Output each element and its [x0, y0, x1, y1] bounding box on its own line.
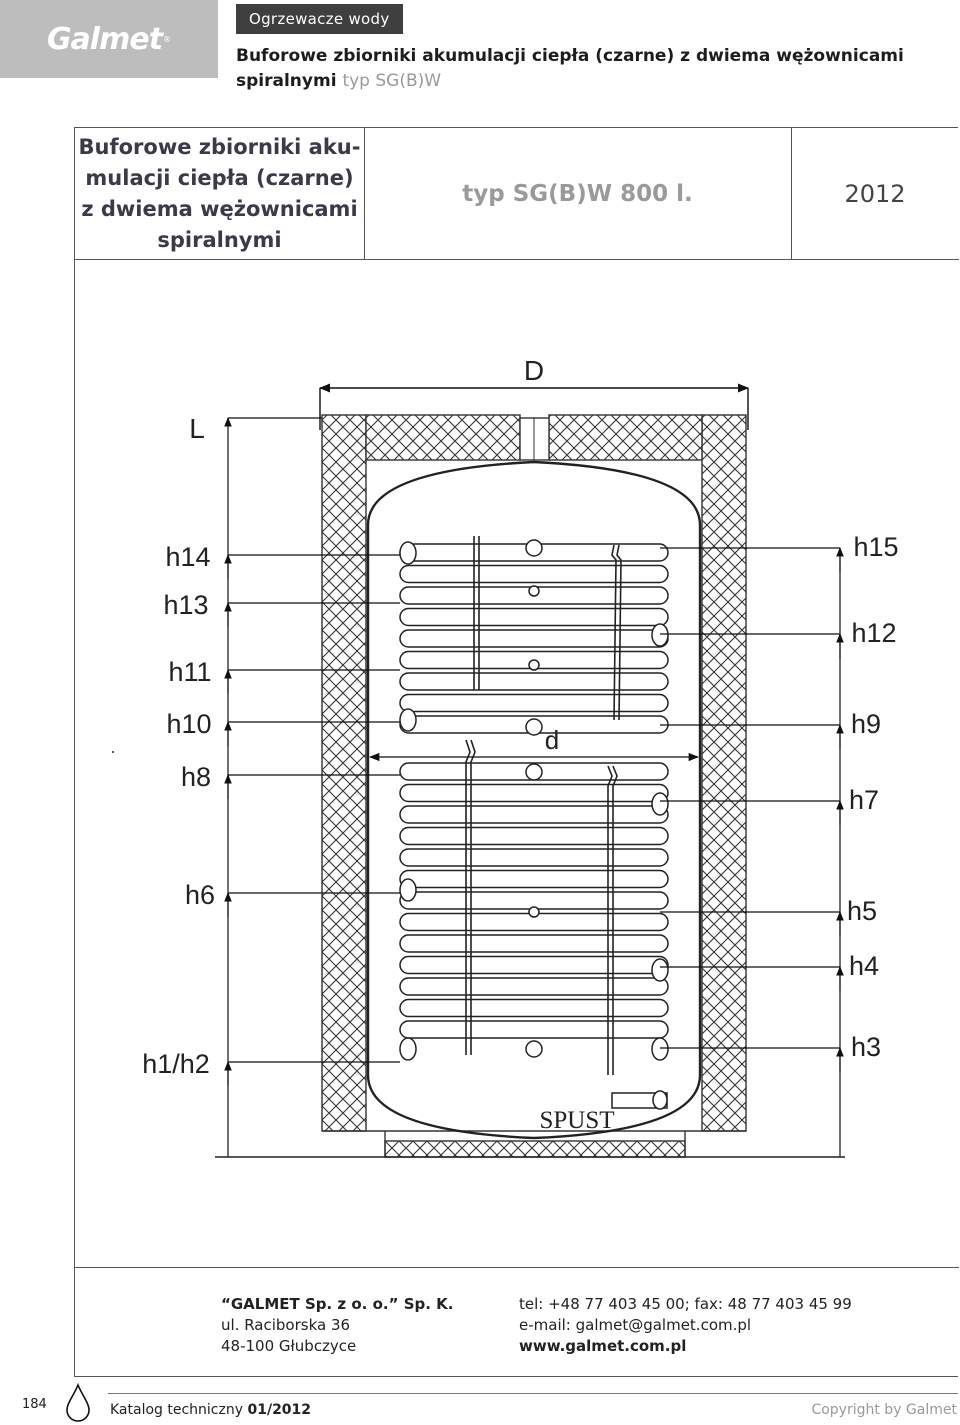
coil-port: [399, 708, 417, 732]
model-cell: typ SG(B)W 800 l.: [364, 128, 792, 259]
footer-divider: [108, 1393, 958, 1394]
copyright-notice: Copyright by Galmet: [811, 1402, 957, 1418]
product-name-line: spiralnymi: [157, 227, 282, 252]
year-cell: 2012: [844, 179, 906, 208]
coil-tube: [399, 977, 669, 996]
coil-port: [651, 958, 669, 982]
left-height-label: h14: [165, 542, 210, 572]
address-block: “GALMET Sp. z o. o.” Sp. K. ul. Racibors…: [221, 1294, 453, 1357]
contact-row: “GALMET Sp. z o. o.” Sp. K. ul. Racibors…: [75, 1267, 959, 1377]
right-height-label: h15: [853, 532, 898, 562]
street-address: ul. Raciborska 36: [221, 1316, 351, 1334]
phone-fax: tel: +48 77 403 45 00; fax: 48 77 403 45…: [519, 1295, 852, 1313]
product-name-line: z dwiema wężownicami: [81, 196, 358, 221]
right-height-label: h12: [851, 618, 896, 648]
coil-tube: [399, 1020, 669, 1039]
coil-tube: [399, 783, 669, 803]
coil-port: [651, 623, 669, 647]
coil-tube: [399, 607, 669, 627]
right-height-label: h3: [851, 1032, 881, 1062]
page-title: Buforowe zbiorniki akumulacji ciepła (cz…: [236, 44, 936, 94]
coil-tube: [399, 564, 669, 584]
coil-tube: [399, 869, 669, 889]
page-number: 184: [22, 1397, 47, 1412]
sensor-port: [528, 906, 540, 918]
coil-tube: [399, 955, 669, 975]
coil-tube: [399, 629, 669, 648]
coil-tube: [399, 805, 669, 824]
dim-d-label: d: [545, 725, 559, 755]
drain-valve: [611, 1090, 668, 1110]
left-height-label: h8: [181, 762, 211, 792]
right-height-label: h5: [847, 896, 877, 926]
sensor-port: [528, 585, 540, 597]
coil-tube: [399, 934, 669, 953]
right-height-label: h9: [851, 709, 881, 739]
tank-vessel: [366, 460, 702, 1140]
left-height-label: h11: [168, 657, 211, 687]
right-height-label: h4: [849, 951, 879, 981]
left-height-label: h10: [166, 709, 211, 739]
product-name-cell: Buforowe zbiorniki aku- mulacji ciepła (…: [75, 128, 365, 259]
contact-block: tel: +48 77 403 45 00; fax: 48 77 403 45…: [519, 1294, 852, 1357]
left-height-label: h6: [185, 880, 215, 910]
sensor-port: [525, 718, 543, 736]
coil-port: [399, 878, 417, 902]
category-tag: Ogrzewacze wody: [236, 4, 403, 34]
dimension-D: [318, 383, 750, 430]
coil-tube: [399, 848, 669, 867]
spec-header-row: Buforowe zbiorniki aku- mulacji ciepła (…: [75, 128, 959, 260]
coil-tube: [399, 826, 669, 846]
sensor-port: [525, 539, 543, 557]
drain-label: SPUST: [539, 1107, 614, 1134]
coil-port: [399, 541, 417, 565]
website-link[interactable]: www.galmet.com.pl: [519, 1337, 687, 1355]
left-height-labels: h14 h13 h11 h10 h8 h6 h1/h2: [142, 542, 215, 1079]
sensor-port: [525, 1040, 543, 1058]
coil-port: [651, 792, 669, 816]
height-leaders: [224, 417, 844, 1157]
dim-D-label: D: [524, 355, 544, 386]
sensor-port: [525, 763, 543, 781]
heating-coils: [399, 539, 669, 1061]
city-address: 48-100 Głubczyce: [221, 1337, 357, 1355]
coil-port: [651, 1037, 669, 1061]
galmet-logo: Galmet®: [0, 0, 218, 78]
catalog-info: Katalog techniczny 01/2012: [110, 1402, 311, 1418]
page-title-main: Buforowe zbiorniki akumulacji ciepła (cz…: [236, 46, 904, 91]
coil-tube: [399, 672, 669, 691]
product-name-line: Buforowe zbiorniki aku-: [78, 134, 361, 159]
logo-text: Galmet: [46, 21, 163, 57]
page-title-type: typ SG(B)W: [342, 71, 442, 91]
product-name-line: mulacji ciepła (czarne): [85, 165, 354, 190]
right-height-labels: h15 h12 h9 h7 h5 h4 h3: [847, 532, 899, 1062]
water-drop-icon: [66, 1383, 90, 1422]
company-name: “GALMET Sp. z o. o.” Sp. K.: [221, 1295, 454, 1313]
dim-L-label: L: [189, 413, 205, 444]
catalog-label: Katalog techniczny: [110, 1402, 244, 1418]
right-height-label: h7: [849, 785, 879, 815]
catalog-issue: 01/2012: [247, 1402, 312, 1418]
coil-tube: [399, 998, 669, 1018]
sensor-port: [528, 659, 540, 671]
spec-sheet-frame: Buforowe zbiorniki aku- mulacji ciepła (…: [74, 127, 959, 1377]
left-height-label: h13: [163, 590, 208, 620]
coil-port: [399, 1037, 417, 1061]
email-address: e-mail: galmet@galmet.com.pl: [519, 1316, 752, 1334]
coil-tube: [399, 693, 669, 713]
left-height-label: h1/h2: [142, 1049, 210, 1079]
